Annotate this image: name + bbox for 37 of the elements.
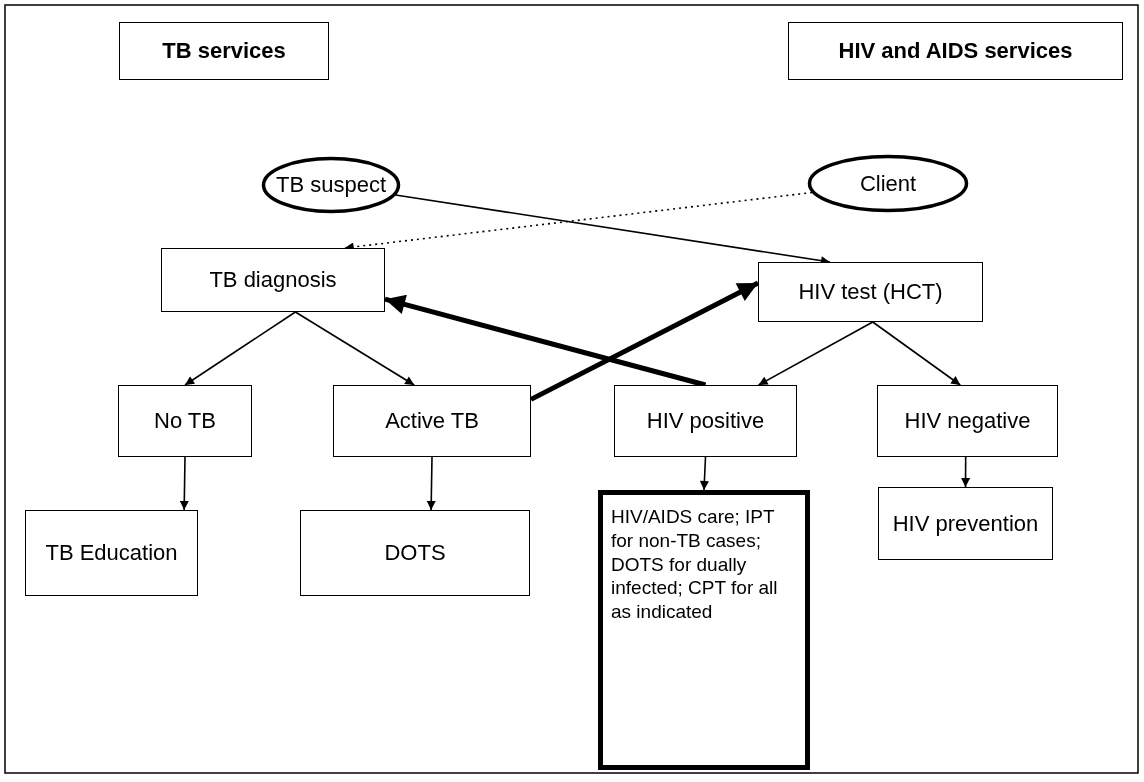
node-label: HIV prevention [892,510,1039,537]
node-label: HIV negative [904,408,1031,434]
process-box [877,385,1058,457]
node-label: TB suspect [275,172,386,198]
arrow [294,311,415,386]
node-label: No TB [154,408,216,434]
section-header-box [788,22,1123,80]
node-label: TB services [162,38,286,64]
node-label: DOTS [384,540,446,566]
process-box [161,248,385,312]
process-box [758,262,983,322]
node-label: HIV positive [646,408,765,434]
process-box [614,385,797,457]
process-box [333,385,531,457]
node-label: TB diagnosis [209,267,337,293]
process-box [878,487,1053,560]
node-label: HIV/AIDS care; IPT for non-TB cases; DOTS for dually infected; CPT for all as indicated [611,505,779,624]
arrow [426,456,436,511]
node-label: HIV and AIDS services [838,38,1073,64]
start-ellipse [262,157,400,213]
arrow [699,456,709,491]
node-label: Active TB [385,408,479,434]
node-label: Client [859,170,917,197]
node-label: HIV test (HCT) [798,279,943,305]
arrow [529,280,760,402]
process-box [25,510,198,596]
process-box [300,510,530,596]
node-label: TB Education [45,540,178,566]
outcome-box [598,490,810,770]
arrow [179,456,189,511]
arrow [961,456,971,488]
section-header-box [119,22,329,80]
arrow [757,321,874,386]
process-box [118,385,252,457]
arrow [184,311,297,386]
arrow [871,321,962,386]
start-ellipse [808,155,968,212]
